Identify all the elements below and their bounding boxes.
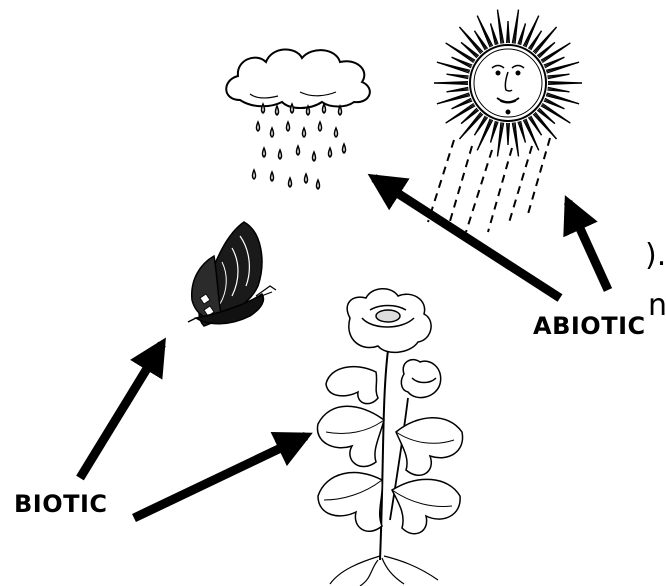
cropped-text-line-1: ). <box>645 242 666 270</box>
sun-ray <box>446 103 474 123</box>
arrow-abiotic-to-cloud <box>374 178 560 298</box>
cloud-icon <box>226 49 370 108</box>
sun-icon <box>434 10 582 156</box>
rain-icon <box>253 104 346 189</box>
sunlight-beams <box>428 138 550 232</box>
abiotic-label: ABIOTIC <box>533 312 646 340</box>
arrows <box>80 178 608 518</box>
butterfly-icon <box>188 222 276 326</box>
arrow-abiotic-to-sun <box>568 202 608 290</box>
sun-ray <box>477 16 492 46</box>
plant-icon <box>317 289 462 586</box>
biotic-label: BIOTIC <box>14 490 108 518</box>
arrow-biotic-to-plant <box>134 436 306 518</box>
sun-ray <box>542 43 570 63</box>
arrow-biotic-to-butterfly <box>80 344 162 478</box>
cropped-text-line-2: n <box>648 292 666 320</box>
